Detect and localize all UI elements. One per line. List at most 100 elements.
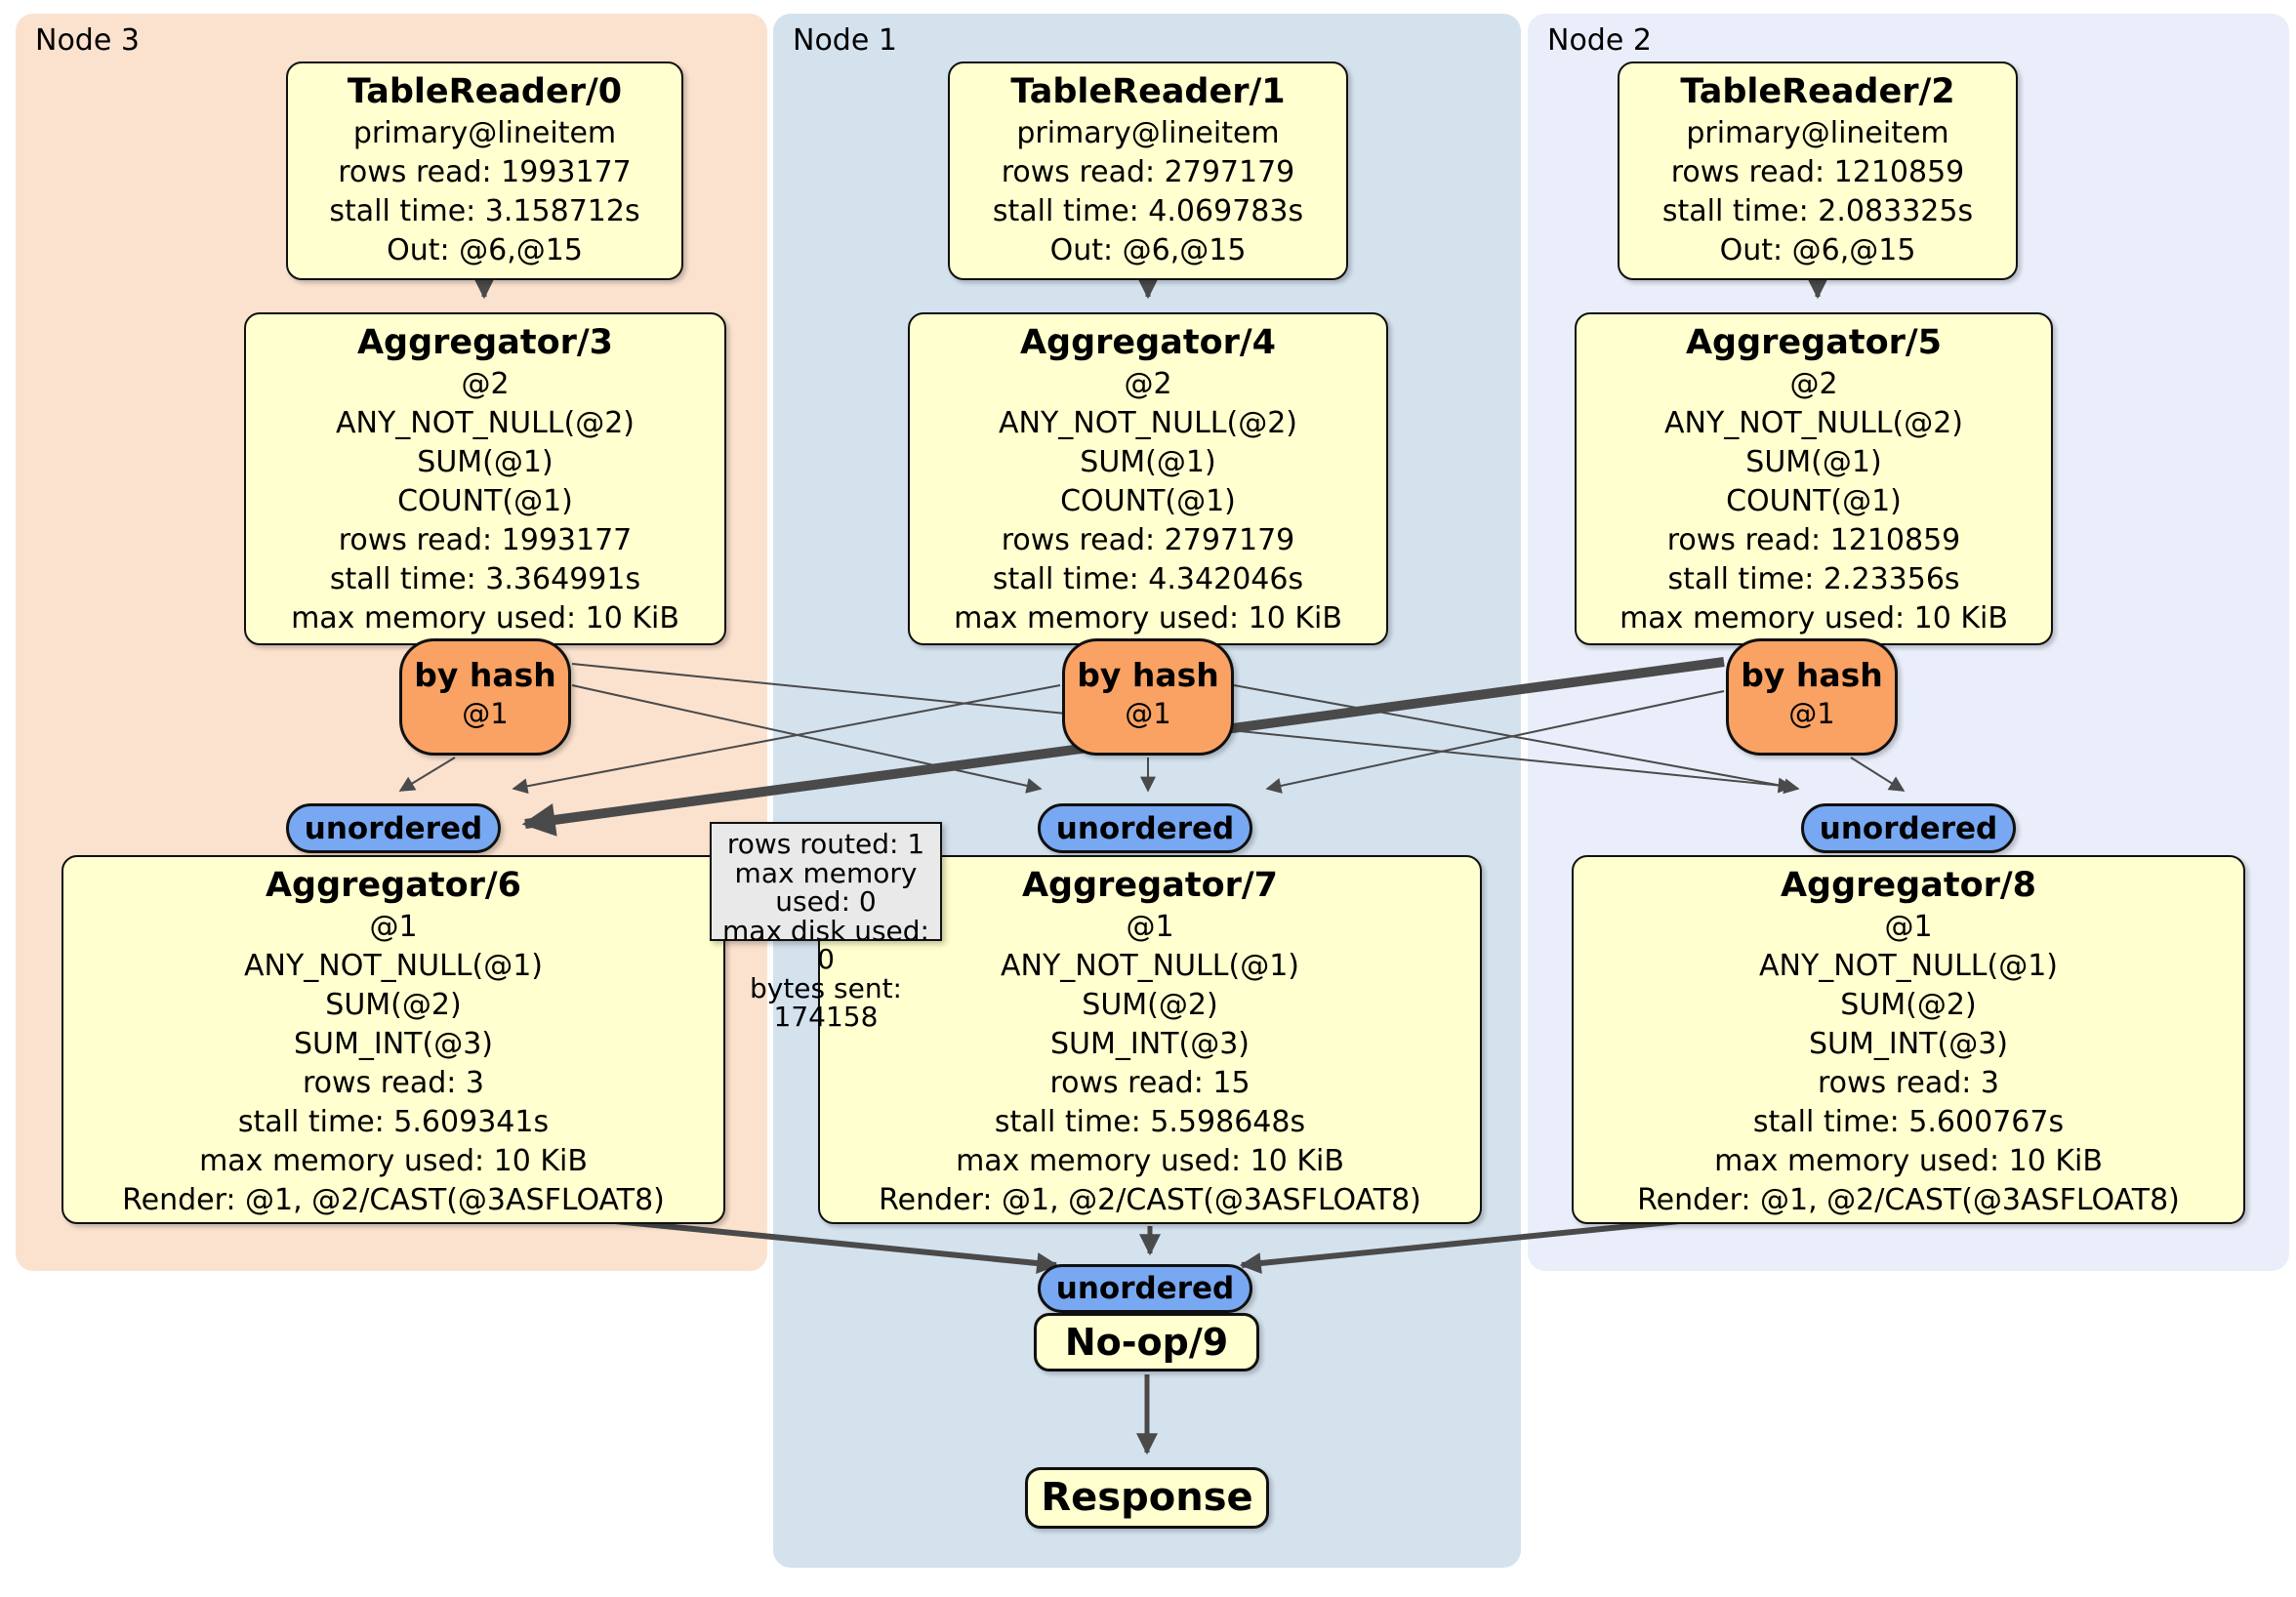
box-line: SUM(@2) [1840,988,1977,1022]
box-line: Render: @1, @2/CAST(@3ASFLOAT8) [1637,1183,2180,1217]
hash-router-node2[interactable]: by hash @1 [1726,638,1898,756]
box-line: max memory used: 10 KiB [199,1144,588,1178]
box-line: ANY_NOT_NULL(@1) [1001,949,1299,983]
tablereader-1[interactable]: TableReader/1 primary@lineitem rows read:… [948,61,1348,280]
box-line: rows read: 2797179 [1001,155,1295,189]
box-line: max disk used: 0 [722,914,929,975]
box-line: stall time: 5.598648s [994,1105,1306,1139]
box-line: ANY_NOT_NULL(@1) [244,949,543,983]
box-line: rows read: 1210859 [1666,523,1961,557]
box-line: max memory used: 0 [734,856,918,918]
edge-hash2-unordered1[interactable] [1265,690,1725,794]
box-line: @2 [1789,367,1838,401]
box-line: @2 [461,367,510,401]
router-title: by hash [1741,656,1883,694]
box-line: rows read: 1993177 [338,523,633,557]
box-line: stall time: 5.609341s [237,1105,550,1139]
box-line: rows read: 15 [1049,1066,1250,1100]
box-line: ANY_NOT_NULL(@2) [336,406,635,440]
box-line: SUM(@2) [325,988,462,1022]
box-line: Render: @1, @2/CAST(@3ASFLOAT8) [879,1183,1421,1217]
node3-panel-label: Node 3 [35,23,140,58]
box-line: Out: @6,@15 [1049,233,1247,267]
box-line: stall time: 2.083325s [1661,194,1974,228]
noop-9[interactable]: No-op/9 [1034,1313,1259,1372]
box-line: Out: @6,@15 [387,233,583,267]
box-line: ANY_NOT_NULL(@1) [1759,949,2058,983]
box-line: rows read: 2797179 [1001,523,1295,557]
edge-hash1-unordered3[interactable] [512,684,1061,795]
edge-hash1-unordered2[interactable] [1233,684,1800,795]
box-line: max memory used: 10 KiB [954,601,1342,635]
box-line: ANY_NOT_NULL(@2) [1664,406,1963,440]
box-line: stall time: 2.23356s [1667,562,1960,596]
box-line: Render: @1, @2/CAST(@3ASFLOAT8) [122,1183,665,1217]
box-title: Aggregator/3 [356,323,614,362]
box-line: stall time: 3.364991s [329,562,641,596]
unordered-sync-node3[interactable]: unordered [286,803,501,853]
box-line: rows read: 3 [302,1066,485,1100]
node2-panel-label: Node 2 [1547,23,1652,58]
box-title: Aggregator/4 [1019,323,1277,362]
box-title: Aggregator/8 [1780,866,2037,905]
box-line: @1 [1884,910,1933,944]
edge-hash2-unordered2[interactable] [1850,757,1906,792]
box-line: COUNT(@1) [397,484,573,518]
router-title: by hash [414,656,556,694]
router-subtitle: @1 [1788,697,1835,730]
hash-router-node3[interactable]: by hash @1 [399,638,571,756]
box-line: SUM(@1) [417,445,554,479]
box-title: Aggregator/6 [265,866,522,905]
box-line: rows read: 1993177 [338,155,632,189]
box-line: max memory used: 10 KiB [1714,1144,2103,1178]
box-line: rows read: 3 [1817,1066,2000,1100]
box-line: SUM_INT(@3) [294,1027,493,1061]
hash-router-node1[interactable]: by hash @1 [1062,638,1234,756]
box-lines: primary@lineitem rows read: 1993177 stall … [288,114,681,270]
unordered-sync-final[interactable]: unordered [1038,1264,1252,1313]
box-line: COUNT(@1) [1726,484,1902,518]
node1-panel-label: Node 1 [793,23,897,58]
box-line: max memory used: 10 KiB [291,601,679,635]
unordered-sync-node2[interactable]: unordered [1801,803,2016,853]
box-line: SUM(@1) [1080,445,1216,479]
box-line: max memory used: 10 KiB [1620,601,2008,635]
edge-hash3-unordered3[interactable] [398,757,456,792]
unordered-sync-node1[interactable]: unordered [1038,803,1252,853]
box-line: primary@lineitem [1686,116,1949,150]
box-title: TableReader/1 [1010,72,1286,111]
box-line: primary@lineitem [352,116,617,150]
box-line: @1 [1126,910,1174,944]
box-line: SUM(@2) [1082,988,1218,1022]
box-line: stall time: 3.158712s [329,194,640,228]
response[interactable]: Response [1025,1467,1269,1529]
edge-hash3-unordered1[interactable] [571,684,1043,794]
box-line: SUM_INT(@3) [1050,1027,1250,1061]
box-line: SUM_INT(@3) [1809,1027,2008,1061]
box-line: stall time: 4.342046s [992,562,1304,596]
box-line: @2 [1124,367,1172,401]
box-line: COUNT(@1) [1060,484,1236,518]
router-title: by hash [1077,656,1219,694]
box-line: rows routed: 1 [726,828,925,860]
router-subtitle: @1 [462,697,509,730]
box-line: primary@lineitem [1016,116,1280,150]
